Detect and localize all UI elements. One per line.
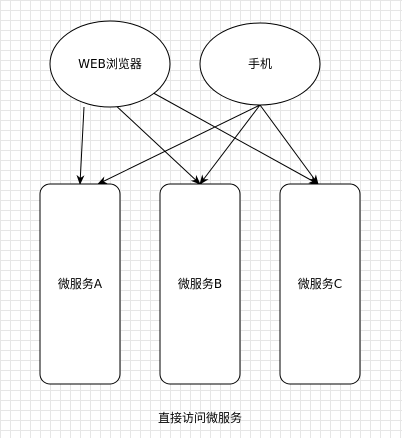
client-phone-ellipse	[199, 22, 321, 106]
client-web-browser: WEB浏览器	[49, 20, 171, 108]
edge-web-to-b	[111, 101, 201, 185]
diagram-caption: 直接访问微服务	[158, 410, 242, 425]
client-web-ellipse	[49, 20, 171, 108]
service-b-box	[159, 183, 241, 385]
service-c: 微服务C	[279, 183, 361, 385]
edge-phone-to-a	[97, 104, 261, 185]
service-a-box	[39, 183, 121, 385]
client-phone-label: 手机	[248, 57, 272, 71]
edge-web-to-a	[76, 106, 85, 185]
edge-phone-to-c	[259, 104, 319, 185]
edge-web-to-c	[147, 89, 319, 185]
edges	[76, 89, 319, 185]
client-phone: 手机	[199, 22, 321, 106]
service-b-label: 微服务B	[178, 276, 222, 291]
service-c-label: 微服务C	[298, 276, 342, 291]
service-a-label: 微服务A	[58, 276, 103, 291]
edge-phone-to-b	[199, 104, 261, 185]
service-c-box	[279, 183, 361, 385]
service-b: 微服务B	[159, 183, 241, 385]
client-web-label: WEB浏览器	[78, 56, 142, 71]
service-a: 微服务A	[39, 183, 121, 385]
